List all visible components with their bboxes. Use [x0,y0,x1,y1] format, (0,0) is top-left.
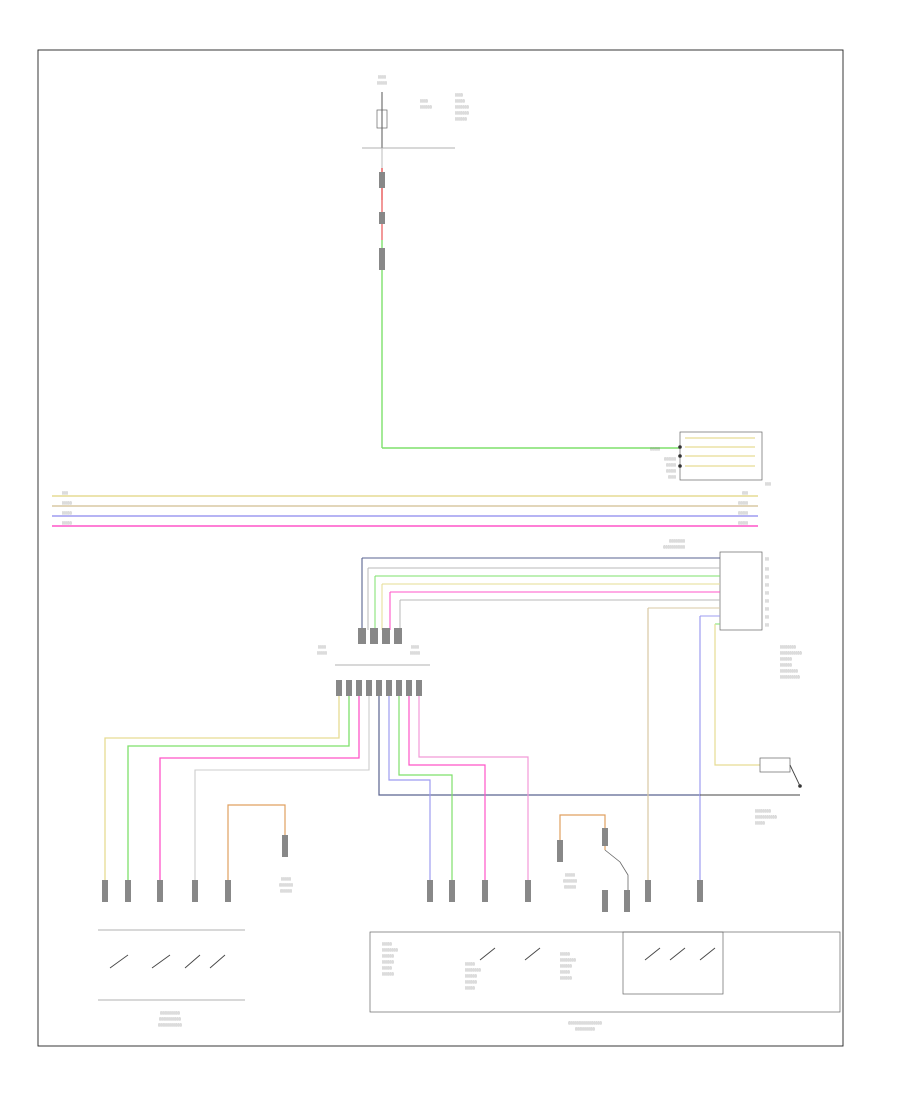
svg-text:▯▯▯▯▯▯▯▯▯▯▯: ▯▯▯▯▯▯▯▯▯▯▯ [755,815,777,819]
svg-text:▯▯▯▯▯▯▯▯▯▯: ▯▯▯▯▯▯▯▯▯▯ [575,1027,595,1031]
svg-text:▯▯: ▯▯ [765,557,769,561]
diagram-border [37,49,844,1047]
svg-text:▯▯▯▯: ▯▯▯▯ [455,93,463,97]
svg-text:▯▯▯▯▯: ▯▯▯▯▯ [738,511,748,515]
svg-text:▯▯▯▯▯▯▯: ▯▯▯▯▯▯▯ [455,111,469,115]
svg-text:▯▯: ▯▯ [765,575,769,579]
svg-text:▯▯▯: ▯▯▯ [742,491,748,495]
svg-text:▯▯: ▯▯ [765,591,769,595]
svg-text:▯▯▯▯▯: ▯▯▯▯▯ [738,521,748,525]
svg-text:▯▯▯▯▯▯▯: ▯▯▯▯▯▯▯ [455,105,469,109]
svg-text:▯▯: ▯▯ [765,599,769,603]
svg-text:▯▯▯▯▯: ▯▯▯▯▯ [465,986,475,990]
svg-text:▯▯▯▯▯▯▯▯▯▯▯▯▯▯▯▯▯: ▯▯▯▯▯▯▯▯▯▯▯▯▯▯▯▯▯ [568,1021,602,1025]
svg-text:▯▯▯▯▯: ▯▯▯▯▯ [281,877,291,881]
svg-text:▯▯▯▯▯▯▯▯: ▯▯▯▯▯▯▯▯ [780,645,796,649]
svg-text:▯▯▯▯▯▯▯: ▯▯▯▯▯▯▯ [563,879,577,883]
svg-text:▯▯▯▯: ▯▯▯▯ [420,99,428,103]
svg-text:▯▯: ▯▯ [765,567,769,571]
svg-text:▯▯▯▯▯▯: ▯▯▯▯▯▯ [560,976,572,980]
svg-text:▯▯▯▯▯▯: ▯▯▯▯▯▯ [382,972,394,976]
feed-wire [379,148,680,449]
svg-text:▯▯: ▯▯ [765,623,769,627]
svg-text:▯▯▯▯▯: ▯▯▯▯▯ [382,966,392,970]
svg-text:▯▯: ▯▯ [765,583,769,587]
svg-text:▯▯▯▯▯: ▯▯▯▯▯ [455,99,465,103]
svg-text:▯▯▯▯▯: ▯▯▯▯▯ [650,447,660,451]
svg-text:▯▯▯: ▯▯▯ [765,482,771,486]
bus-wires: ▯▯▯ ▯▯▯▯▯ ▯▯▯▯▯ ▯▯▯▯▯ ▯▯▯ ▯▯▯▯▯ ▯▯▯▯▯ ▯▯… [52,491,758,527]
svg-text:▯▯▯▯▯▯▯▯▯▯▯▯: ▯▯▯▯▯▯▯▯▯▯▯▯ [158,1023,182,1027]
svg-text:▯▯▯▯▯: ▯▯▯▯▯ [738,501,748,505]
bottom-center-module: ▯▯▯▯▯ ▯▯▯▯▯▯▯ ▯▯▯▯▯▯ ▯▯▯▯▯ ▯▯▯▯▯▯▯▯ ▯▯▯▯… [369,814,841,1031]
svg-text:▯▯▯▯▯: ▯▯▯▯▯ [560,970,570,974]
svg-text:▯▯▯▯▯▯: ▯▯▯▯▯▯ [420,105,432,109]
svg-text:▯▯▯▯▯▯▯▯▯▯▯: ▯▯▯▯▯▯▯▯▯▯▯ [159,1017,181,1021]
svg-text:▯▯▯▯▯▯: ▯▯▯▯▯▯ [465,980,477,984]
svg-text:▯▯▯▯▯▯: ▯▯▯▯▯▯ [280,889,292,893]
svg-text:▯▯▯▯▯▯▯▯: ▯▯▯▯▯▯▯▯ [755,809,771,813]
center-splice: ▯▯▯▯ ▯▯▯▯▯ ▯▯▯▯ ▯▯▯▯▯ [317,558,430,696]
svg-text:▯▯▯▯▯: ▯▯▯▯▯ [565,873,575,877]
svg-text:▯▯▯▯: ▯▯▯▯ [668,475,676,479]
right-branch-wires [388,608,760,880]
svg-text:▯▯▯▯▯▯▯▯: ▯▯▯▯▯▯▯▯ [560,958,576,962]
svg-text:▯▯▯▯▯▯▯▯▯▯: ▯▯▯▯▯▯▯▯▯▯ [160,1011,180,1015]
svg-text:▯▯▯▯▯: ▯▯▯▯▯ [377,81,387,85]
svg-text:▯▯▯▯▯: ▯▯▯▯▯ [560,952,570,956]
svg-text:▯▯▯▯▯▯▯▯▯▯▯: ▯▯▯▯▯▯▯▯▯▯▯ [780,651,802,655]
svg-text:▯▯▯▯▯▯▯▯: ▯▯▯▯▯▯▯▯ [669,539,685,543]
svg-text:▯▯▯▯▯▯▯▯▯▯: ▯▯▯▯▯▯▯▯▯▯ [780,675,800,679]
svg-text:▯▯: ▯▯ [765,607,769,611]
svg-text:▯▯▯▯▯: ▯▯▯▯▯ [410,651,420,655]
svg-text:▯▯▯▯▯: ▯▯▯▯▯ [62,521,72,525]
svg-text:▯▯▯▯▯▯: ▯▯▯▯▯▯ [564,885,576,889]
svg-text:▯▯▯▯▯: ▯▯▯▯▯ [755,821,765,825]
fuse-block: ▯▯▯▯ ▯▯▯▯▯ ▯▯▯▯ ▯▯▯▯▯▯ ▯▯▯▯ ▯▯▯▯▯ ▯▯▯▯▯▯… [362,75,469,149]
svg-text:▯▯▯▯▯: ▯▯▯▯▯ [62,511,72,515]
left-branch-wires [104,696,700,880]
svg-text:▯▯▯▯▯: ▯▯▯▯▯ [465,962,475,966]
svg-text:▯▯▯▯▯▯: ▯▯▯▯▯▯ [780,663,792,667]
svg-text:▯▯▯▯▯▯: ▯▯▯▯▯▯ [382,954,394,958]
svg-text:▯▯▯▯▯: ▯▯▯▯▯ [62,501,72,505]
svg-text:▯▯▯▯▯▯▯▯: ▯▯▯▯▯▯▯▯ [382,948,398,952]
svg-text:▯▯▯▯▯: ▯▯▯▯▯ [317,651,327,655]
svg-text:▯▯▯▯: ▯▯▯▯ [411,645,419,649]
svg-text:▯▯▯▯▯▯▯: ▯▯▯▯▯▯▯ [279,883,293,887]
svg-text:▯▯▯▯: ▯▯▯▯ [318,645,326,649]
svg-text:▯▯▯▯▯▯: ▯▯▯▯▯▯ [780,657,792,661]
svg-text:▯▯▯▯: ▯▯▯▯ [378,75,386,79]
left-switch-module: ▯▯▯▯▯ ▯▯▯▯▯▯▯ ▯▯▯▯▯▯ ▯▯▯▯▯▯▯▯▯▯ ▯▯▯▯▯▯▯▯… [98,804,293,1027]
svg-text:▯▯▯▯▯▯▯▯: ▯▯▯▯▯▯▯▯ [465,968,481,972]
svg-text:▯▯▯▯▯▯: ▯▯▯▯▯▯ [465,974,477,978]
svg-text:▯▯: ▯▯ [765,615,769,619]
svg-text:▯▯▯: ▯▯▯ [62,491,68,495]
svg-text:▯▯▯▯▯▯: ▯▯▯▯▯▯ [664,457,676,461]
svg-text:▯▯▯▯▯▯: ▯▯▯▯▯▯ [560,964,572,968]
svg-text:▯▯▯▯▯: ▯▯▯▯▯ [666,463,676,467]
right-mid-connector: ▯▯▯▯▯▯▯▯ ▯▯▯▯▯▯▯▯▯▯▯ ▯▯ ▯▯ ▯▯ ▯▯ ▯▯ ▯▯ ▯… [362,539,802,679]
svg-text:▯▯▯▯▯▯▯▯▯: ▯▯▯▯▯▯▯▯▯ [780,669,798,673]
svg-text:▯▯▯▯▯▯: ▯▯▯▯▯▯ [455,117,467,121]
svg-text:▯▯▯▯▯▯▯▯▯▯▯: ▯▯▯▯▯▯▯▯▯▯▯ [663,545,685,549]
right-small-switch: ▯▯▯▯▯▯▯▯ ▯▯▯▯▯▯▯▯▯▯▯ ▯▯▯▯▯ [700,757,802,825]
svg-text:▯▯▯▯▯▯: ▯▯▯▯▯▯ [382,960,394,964]
svg-text:▯▯▯▯▯: ▯▯▯▯▯ [382,942,392,946]
upper-right-connector: ▯▯▯▯▯ ▯▯▯▯▯▯ ▯▯▯▯▯ ▯▯▯▯▯ ▯▯▯▯ ▯▯▯ [650,431,771,486]
svg-text:▯▯▯▯▯: ▯▯▯▯▯ [666,469,676,473]
